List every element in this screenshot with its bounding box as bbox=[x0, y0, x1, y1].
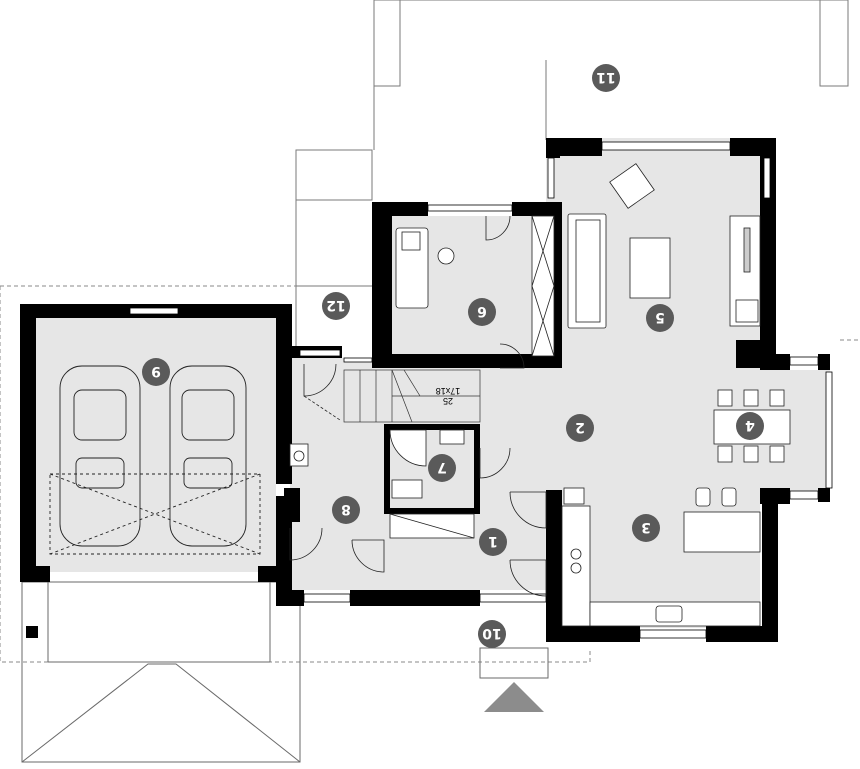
pergola-outline bbox=[295, 149, 373, 358]
staircase bbox=[343, 369, 481, 423]
walls bbox=[20, 138, 830, 642]
room-number-12: 12 bbox=[326, 297, 345, 313]
room-number-11: 11 bbox=[596, 69, 615, 85]
garage-cars bbox=[49, 365, 261, 555]
room-badge-8 bbox=[332, 496, 360, 524]
room-badge-12 bbox=[322, 292, 350, 320]
room-badge-1 bbox=[479, 528, 507, 556]
room-badge-10 bbox=[478, 620, 506, 648]
windows bbox=[129, 141, 833, 639]
room-badge-2 bbox=[566, 414, 594, 442]
furniture bbox=[289, 163, 791, 627]
room-number-1: 1 bbox=[488, 533, 498, 549]
room-number-4: 4 bbox=[745, 417, 755, 433]
carport-canopy bbox=[21, 581, 301, 763]
terrace-outline bbox=[373, 0, 849, 150]
room-badge-6 bbox=[468, 298, 496, 326]
doors bbox=[289, 215, 547, 597]
room-number-6: 6 bbox=[477, 303, 487, 319]
entrance-arrow bbox=[484, 682, 544, 712]
stair-label-2: 25 bbox=[443, 396, 453, 406]
room-badge-9 bbox=[142, 358, 170, 386]
room-number-3: 3 bbox=[641, 519, 651, 535]
room-number-5: 5 bbox=[655, 309, 665, 325]
room-badge-4 bbox=[736, 412, 764, 440]
room-number-10: 10 bbox=[482, 625, 502, 641]
room-number-8: 8 bbox=[341, 501, 351, 517]
stair-label-1: 17x18 bbox=[436, 386, 461, 396]
room-badge-5 bbox=[646, 304, 674, 332]
room-badge-7 bbox=[428, 454, 456, 482]
room-number-7: 7 bbox=[437, 459, 447, 475]
entrance-landing bbox=[479, 647, 549, 679]
room-badge-3 bbox=[632, 514, 660, 542]
room-badge-11 bbox=[592, 64, 620, 92]
boundary-dashed bbox=[0, 285, 860, 663]
room-number-2: 2 bbox=[575, 419, 585, 435]
room-number-9: 9 bbox=[151, 363, 161, 379]
